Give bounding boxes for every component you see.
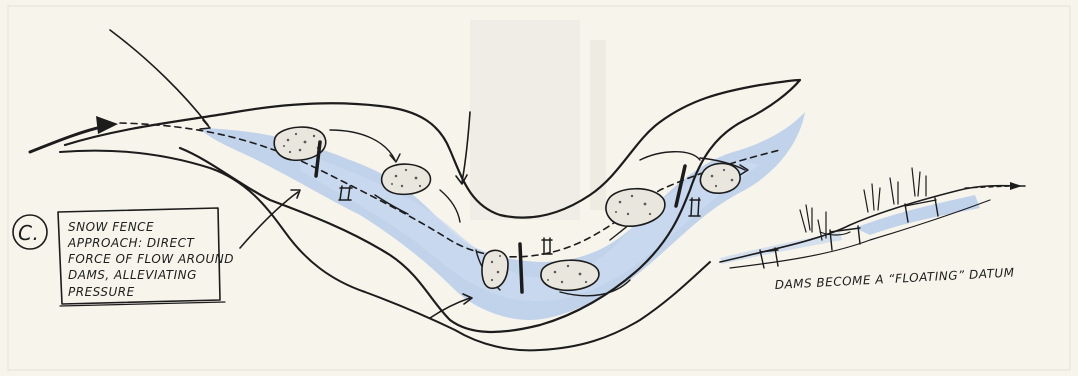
note-line-1: SNOW FENCE — [68, 220, 154, 234]
section-marker: C. — [13, 215, 47, 249]
note-box: SNOW FENCE APPROACH: DIRECT FORCE OF FLO… — [58, 208, 238, 306]
note-line-2: APPROACH: DIRECT — [67, 236, 196, 250]
section-caption: DAMS BECOME A “FLOATING” DATUM — [774, 265, 1015, 292]
note-line-4: DAMS, ALLEVIATING — [68, 268, 197, 282]
note-text: SNOW FENCE APPROACH: DIRECT FORCE OF FLO… — [67, 220, 238, 299]
note-line-3: FORCE OF FLOW AROUND — [68, 252, 234, 266]
note-line-5: PRESSURE — [68, 285, 135, 299]
marker-label: C. — [18, 221, 39, 245]
bleed-through-marks — [470, 20, 606, 220]
